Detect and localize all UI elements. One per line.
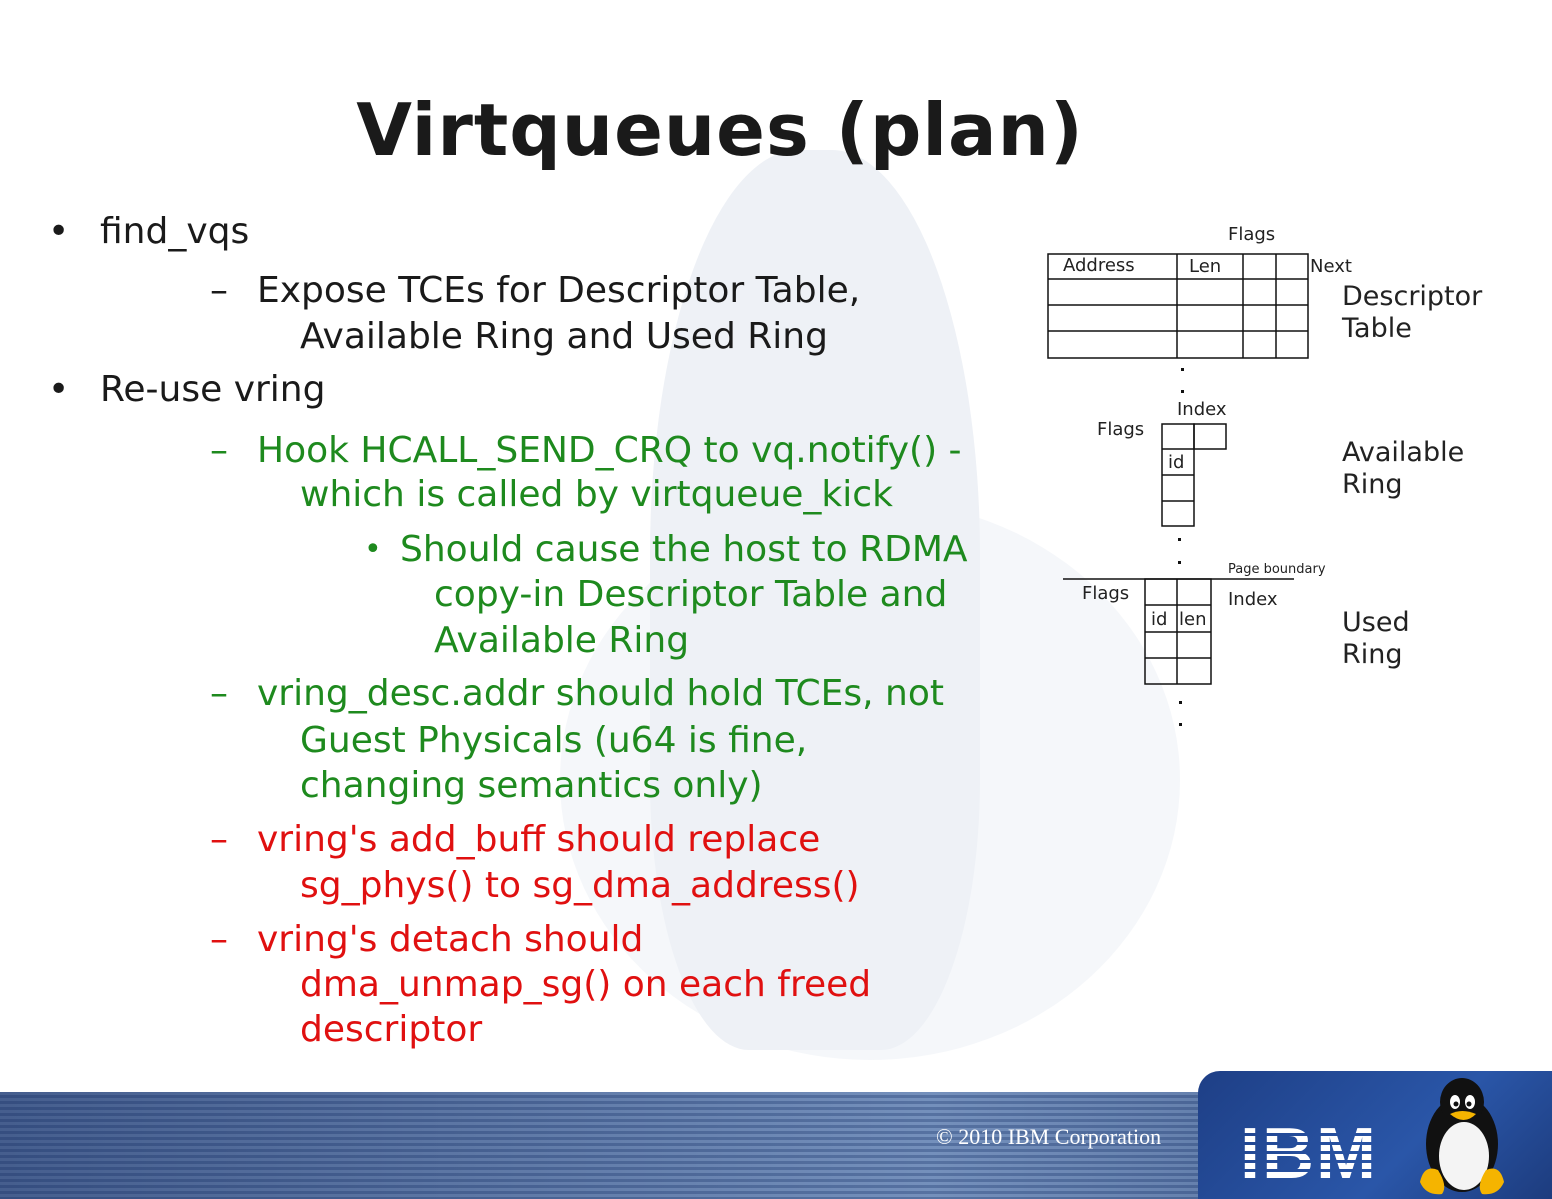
- bullet-text: Expose TCEs for Descriptor Table,: [257, 270, 861, 311]
- bullet-text: dma_unmap_sg() on each freed: [300, 964, 872, 1005]
- bullet-text: Should cause the host to RDMA: [400, 529, 968, 570]
- bullet-text: vring_desc.addr should hold TCEs, not: [257, 673, 944, 714]
- bullet-text: Available Ring and Used Ring: [300, 316, 828, 357]
- penguin-watermark-body: [560, 500, 1180, 1060]
- bullet-text: copy-in Descriptor Table and: [434, 574, 948, 615]
- copyright-text: © 2010 IBM Corporation: [936, 1124, 1162, 1149]
- tux-penguin-icon: [1420, 1078, 1504, 1195]
- bullet-marker: –: [210, 673, 228, 714]
- bullet-marker: •: [48, 369, 70, 410]
- bullet-text: find_vqs: [100, 211, 250, 252]
- label-line: Table: [1342, 313, 1412, 344]
- bullet-text: vring's detach should: [257, 919, 644, 960]
- label-line: Ring: [1342, 639, 1403, 670]
- descriptor-flags-label: Flags: [1228, 224, 1276, 245]
- bullet-text: descriptor: [300, 1009, 483, 1050]
- available-id-label: id: [1168, 452, 1185, 473]
- bullet-text: vring's add_buff should replace: [257, 819, 821, 860]
- used-len-label: len: [1179, 609, 1207, 630]
- descriptor-next-label: Next: [1310, 256, 1352, 277]
- bullet-text: Available Ring: [434, 620, 690, 661]
- bullet-marker: –: [210, 819, 228, 860]
- bullet-marker: –: [210, 270, 228, 311]
- bullet-marker: –: [210, 430, 228, 471]
- bullet-text: Guest Physicals (u64 is fine,: [300, 720, 808, 761]
- slide-title: Virtqueues (plan): [356, 88, 1084, 172]
- descriptor-address-label: Address: [1063, 255, 1135, 276]
- page-boundary-label: Page boundary: [1228, 562, 1326, 577]
- label-line: Descriptor: [1342, 281, 1483, 312]
- used-index-label: Index: [1228, 589, 1278, 610]
- available-flags-label: Flags: [1097, 419, 1145, 440]
- bullet-text: changing semantics only): [300, 765, 763, 806]
- bullet-text: Re-use vring: [100, 369, 326, 410]
- descriptor-len-label: Len: [1189, 256, 1222, 277]
- bullet-text: Hook HCALL_SEND_CRQ to vq.notify() -: [257, 430, 962, 471]
- used-id-label: id: [1151, 609, 1168, 630]
- label-line: Available: [1342, 437, 1465, 468]
- bullet-text: which is called by virtqueue_kick: [300, 474, 893, 515]
- used-flags-label: Flags: [1082, 583, 1130, 604]
- bullet-marker: –: [210, 919, 228, 960]
- bullet-marker: •: [364, 532, 382, 567]
- ibm-logo: IBM: [1240, 1114, 1378, 1194]
- bullet-marker: •: [48, 211, 70, 252]
- available-index-label: Index: [1177, 399, 1227, 420]
- label-line: Ring: [1342, 469, 1403, 500]
- bullet-text: sg_phys() to sg_dma_address(): [300, 865, 860, 906]
- label-line: Used: [1342, 607, 1410, 638]
